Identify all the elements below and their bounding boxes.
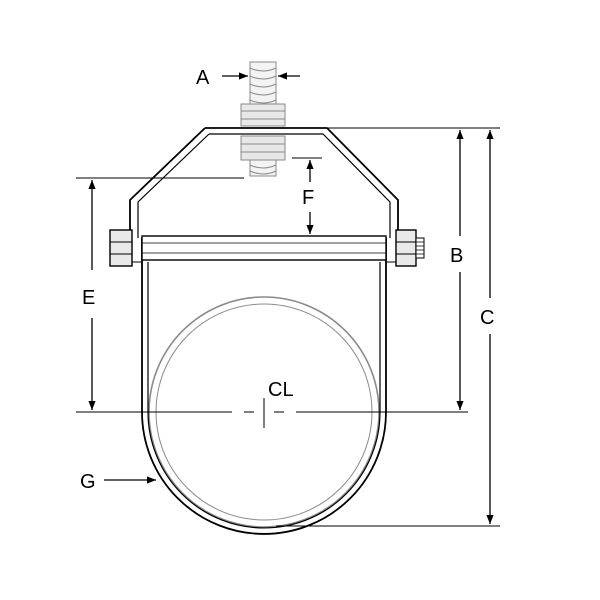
bolt-nut-right [395,229,425,267]
label-b: B [450,245,463,267]
callout-g: G [80,471,156,493]
hanger-band [129,127,399,535]
label-g: G [80,471,96,493]
extension-lines [76,127,500,527]
dimension-f: F [302,160,314,234]
dimension-c: C [480,130,494,524]
dimension-e: E [82,180,96,410]
label-a: A [196,67,210,89]
threaded-rod [240,61,286,177]
label-f: F [302,187,314,209]
cross-bolt [109,229,425,267]
dimension-b: B [450,130,464,410]
centerline-label: CL [268,379,294,401]
label-e: E [82,287,95,309]
bolt-head-left [109,229,133,267]
dimension-a: A [196,67,300,89]
centerline: CL [76,379,468,428]
label-c: C [480,307,494,329]
